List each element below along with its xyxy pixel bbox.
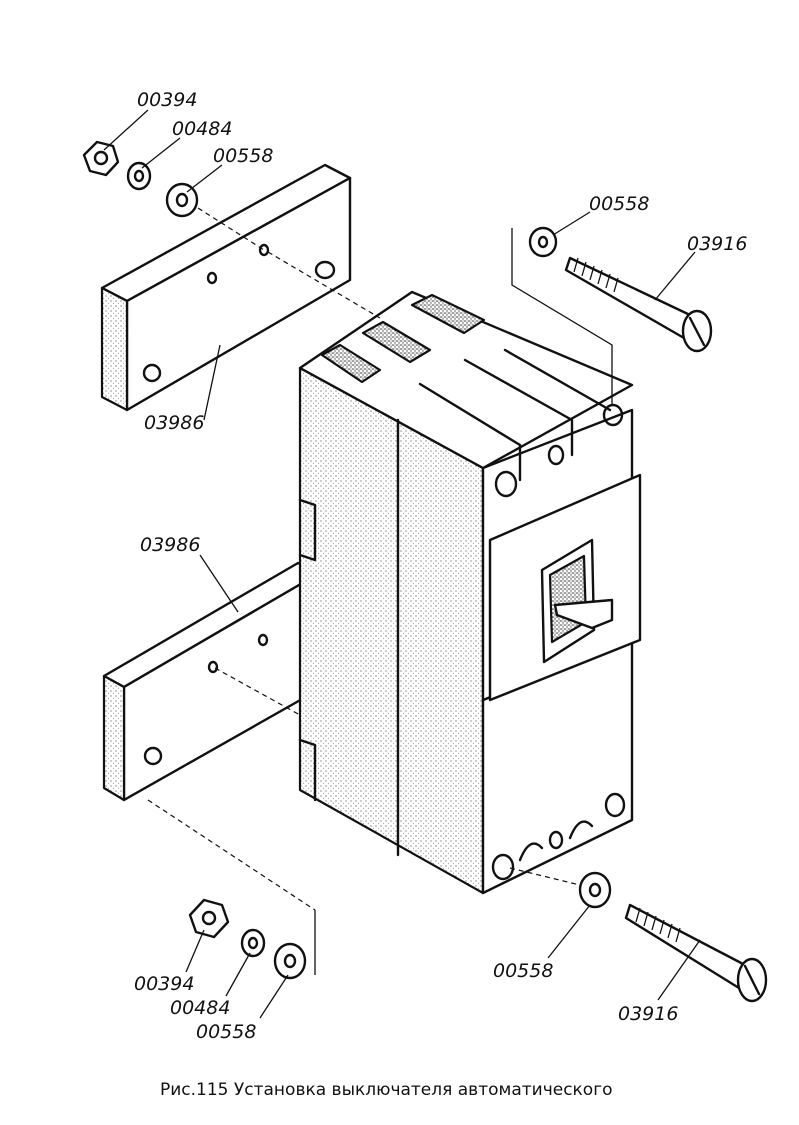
label-screw-right-bottom: 03916 bbox=[618, 1003, 678, 1025]
label-nut-top: 00394 bbox=[137, 89, 197, 111]
right-top-screw-assembly bbox=[511, 226, 713, 405]
label-bar-top: 03986 bbox=[144, 412, 204, 434]
label-washer-right-bottom: 00558 bbox=[493, 960, 553, 982]
label-screw-right-top: 03916 bbox=[687, 233, 747, 255]
label-lockwasher-bottom: 00484 bbox=[170, 997, 230, 1019]
bottom-bus-bar bbox=[102, 561, 320, 802]
figure-caption: Рис.115 Установка выключателя автоматиче… bbox=[160, 1080, 613, 1100]
circuit-breaker-body bbox=[298, 290, 642, 895]
label-washer-bottom: 00558 bbox=[196, 1021, 256, 1043]
top-bus-bar bbox=[100, 163, 352, 412]
label-washer-top: 00558 bbox=[213, 145, 273, 167]
part-labels: 00394 00484 00558 03986 00558 03916 0398… bbox=[134, 89, 747, 1043]
label-nut-bottom: 00394 bbox=[134, 973, 194, 995]
right-bottom-screw-assembly bbox=[509, 867, 768, 1003]
top-fasteners bbox=[82, 140, 381, 319]
label-bar-bottom: 03986 bbox=[140, 534, 200, 556]
leader-lines bbox=[103, 109, 701, 1019]
bottom-fasteners bbox=[147, 667, 316, 980]
label-lockwasher-top: 00484 bbox=[172, 118, 232, 140]
label-washer-right-top: 00558 bbox=[589, 193, 649, 215]
